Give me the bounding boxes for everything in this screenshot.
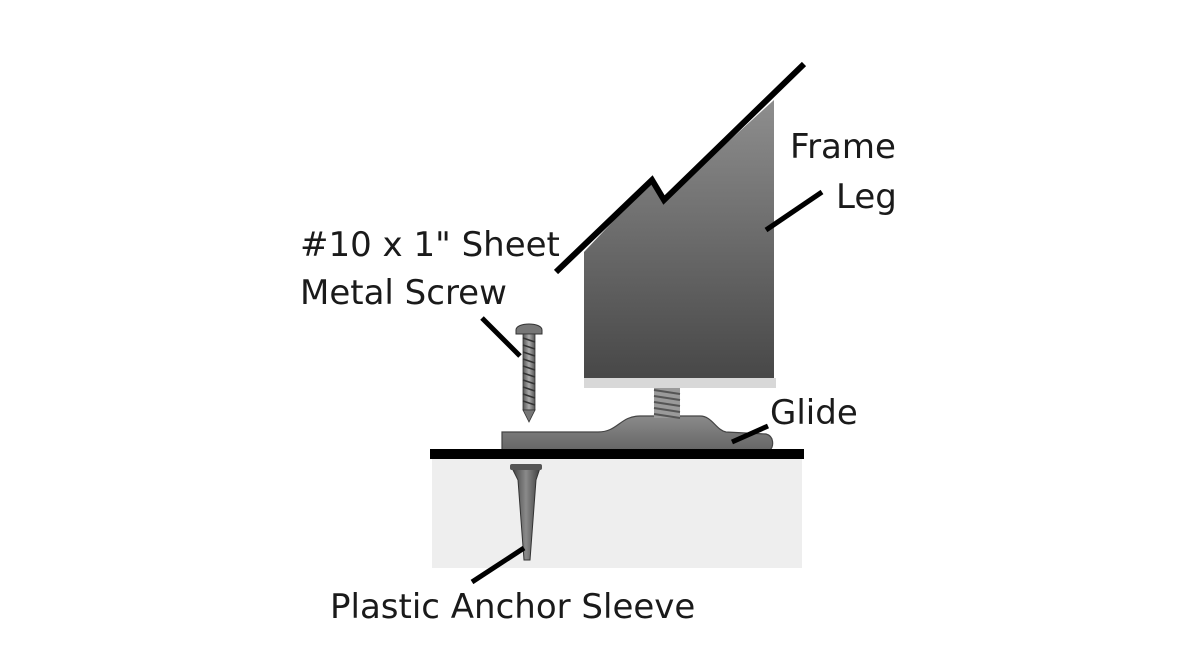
glide-leader [730,423,770,445]
floor-surface [430,449,804,459]
anchor-leader [470,545,526,585]
screw-label-line2: Metal Screw [300,273,507,313]
glide-stem [653,386,681,419]
plastic-anchor-sleeve [510,464,542,561]
frame-leg [584,100,776,388]
floor-block [432,458,802,568]
break-line [553,61,807,275]
frame-leg-label-line1: Frame [790,127,896,167]
frame-leg-leader [764,189,824,233]
anchor-label: Plastic Anchor Sleeve [330,587,695,627]
frame-leg-label-line2: Leg [836,177,897,217]
screw-label-line1: #10 x 1" Sheet [300,225,560,265]
sheet-metal-screw [515,323,543,423]
glide [501,415,774,451]
screw-leader [480,316,522,358]
glide-label: Glide [770,393,858,433]
